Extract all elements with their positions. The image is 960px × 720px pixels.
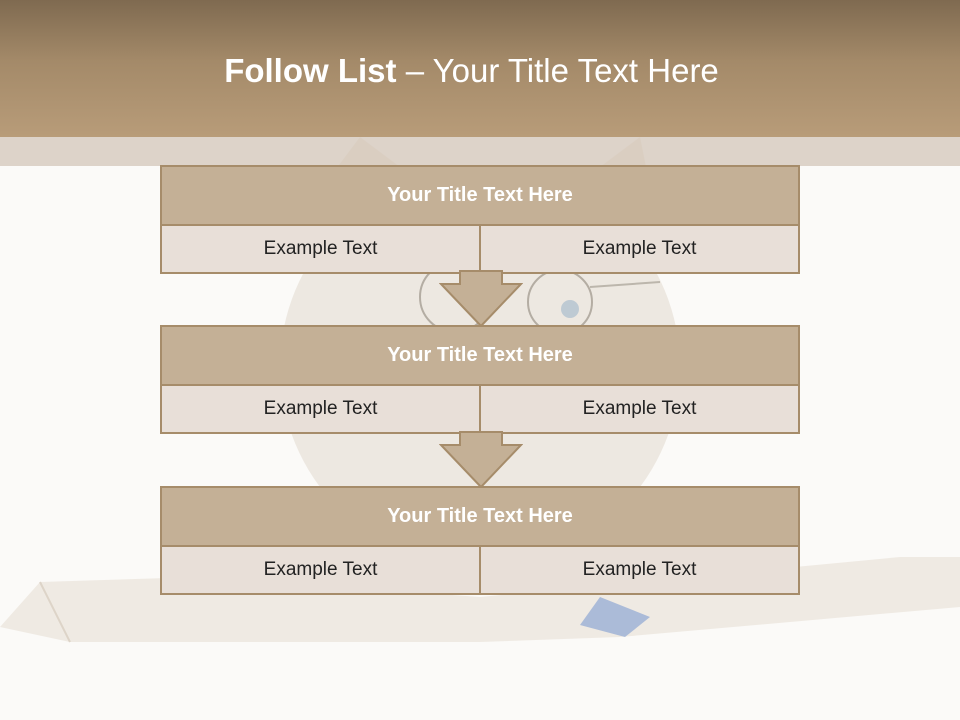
header-band [0, 0, 960, 137]
step-box-1: Your Title Text Here Example Text Exampl… [160, 165, 800, 274]
step-cell-left: Example Text [263, 559, 378, 580]
down-arrow-icon [439, 431, 523, 489]
step-cell-left: Example Text [263, 398, 378, 419]
slide-title-rest: – Your Title Text Here [396, 52, 719, 89]
step-box-2: Your Title Text Here Example Text Exampl… [160, 325, 800, 434]
step-box-3: Your Title Text Here Example Text Exampl… [160, 486, 800, 595]
down-arrow-icon [439, 270, 523, 328]
slide-title-bold: Follow List [224, 52, 397, 89]
step-cell-right: Example Text [479, 226, 798, 272]
step-title: Your Title Text Here [162, 327, 798, 386]
step-cell-left: Example Text [263, 238, 378, 259]
step-cell-right: Example Text [479, 386, 798, 432]
step-row: Example Text Example Text [162, 226, 798, 272]
step-row: Example Text Example Text [162, 386, 798, 432]
header-stripe [0, 137, 960, 166]
step-title: Your Title Text Here [162, 167, 798, 226]
step-cell-right: Example Text [479, 547, 798, 593]
step-row: Example Text Example Text [162, 547, 798, 593]
step-title: Your Title Text Here [162, 488, 798, 547]
slide-title: Follow List – Your Title Text Here [0, 52, 943, 90]
